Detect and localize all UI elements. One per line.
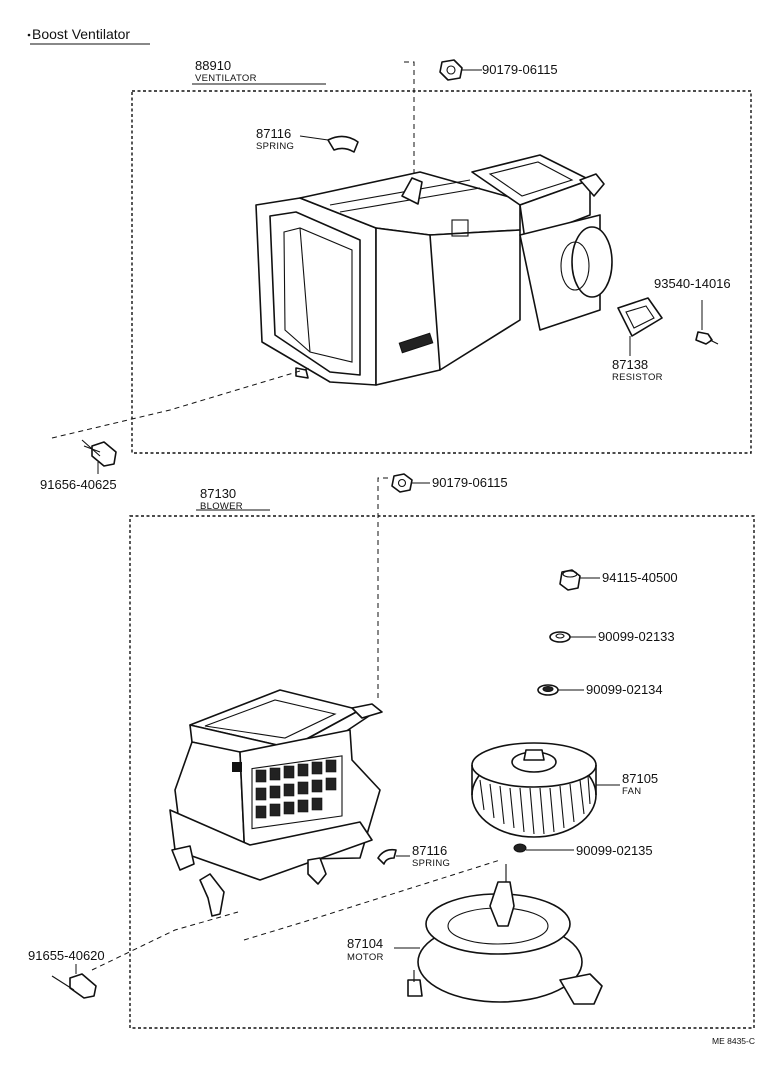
svg-text:RESISTOR: RESISTOR	[612, 372, 663, 383]
svg-text:SPRING: SPRING	[412, 858, 450, 869]
diagram-title: Boost Ventilator	[32, 26, 130, 42]
washer-3-drawing	[513, 843, 574, 853]
label-washer-1: 90099-02133	[598, 629, 675, 644]
bolt-left-drawing	[81, 439, 117, 474]
label-screw-right: 93540-14016	[654, 276, 731, 291]
resistor-drawing	[617, 297, 663, 356]
fan-drawing	[471, 742, 620, 838]
ventilator-box	[131, 90, 752, 454]
washer-2-drawing	[537, 684, 584, 696]
nut-mid-leader	[377, 477, 388, 700]
bolt-bottom-leader	[91, 911, 239, 971]
svg-text:87104: 87104	[347, 936, 383, 951]
motor-leader	[243, 859, 501, 941]
label-washer-3: 90099-02135	[576, 843, 653, 858]
svg-text:87116: 87116	[412, 843, 447, 858]
svg-text:87105: 87105	[622, 771, 658, 786]
spring-top-drawing	[299, 135, 359, 153]
label-bolt-bottom: 91655-40620	[28, 948, 105, 963]
spring-bottom-drawing	[377, 848, 410, 865]
nut-top-drawing	[439, 59, 482, 81]
svg-text:VENTILATOR: VENTILATOR	[195, 73, 257, 84]
bolt-left-leader	[51, 367, 311, 439]
svg-text:87130: 87130	[200, 486, 236, 501]
nut-mid-drawing	[391, 473, 430, 493]
label-washer-2: 90099-02134	[586, 682, 663, 697]
label-fan: 87105 FAN	[622, 771, 658, 797]
nut-fan-drawing	[559, 569, 600, 591]
svg-text:88910: 88910	[195, 58, 231, 73]
svg-text:BLOWER: BLOWER	[200, 501, 243, 512]
svg-text:MOTOR: MOTOR	[347, 952, 384, 963]
screw-right-drawing	[695, 300, 719, 345]
svg-text:SPRING: SPRING	[256, 141, 294, 152]
washer-1-drawing	[549, 631, 596, 643]
label-motor: 87104 MOTOR	[347, 936, 384, 963]
svg-text:FAN: FAN	[622, 786, 641, 797]
title-bullet	[27, 33, 31, 37]
svg-text:87138: 87138	[612, 357, 648, 372]
label-bolt-left: 91656-40625	[40, 477, 117, 492]
label-ventilator: 88910 VENTILATOR	[195, 58, 257, 84]
motor-drawing	[394, 864, 603, 1005]
label-nut-mid: 90179-06115	[432, 475, 508, 490]
nut-top-leader	[404, 61, 415, 178]
label-nut-top: 90179-06115	[482, 62, 558, 77]
bolt-bottom-drawing	[51, 964, 97, 999]
blower-box	[129, 515, 755, 1029]
label-spring-bottom: 87116 SPRING	[412, 843, 450, 869]
ventilator-housing-drawing	[255, 154, 613, 386]
label-nut-fan: 94115-40500	[602, 570, 678, 585]
reference-code: ME 8435-C	[712, 1036, 755, 1046]
blower-case-drawing	[169, 689, 383, 917]
label-resistor: 87138 RESISTOR	[612, 357, 663, 383]
label-blower: 87130 BLOWER	[200, 486, 243, 512]
label-spring-top: 87116 SPRING	[256, 126, 294, 152]
svg-text:87116: 87116	[256, 126, 291, 141]
